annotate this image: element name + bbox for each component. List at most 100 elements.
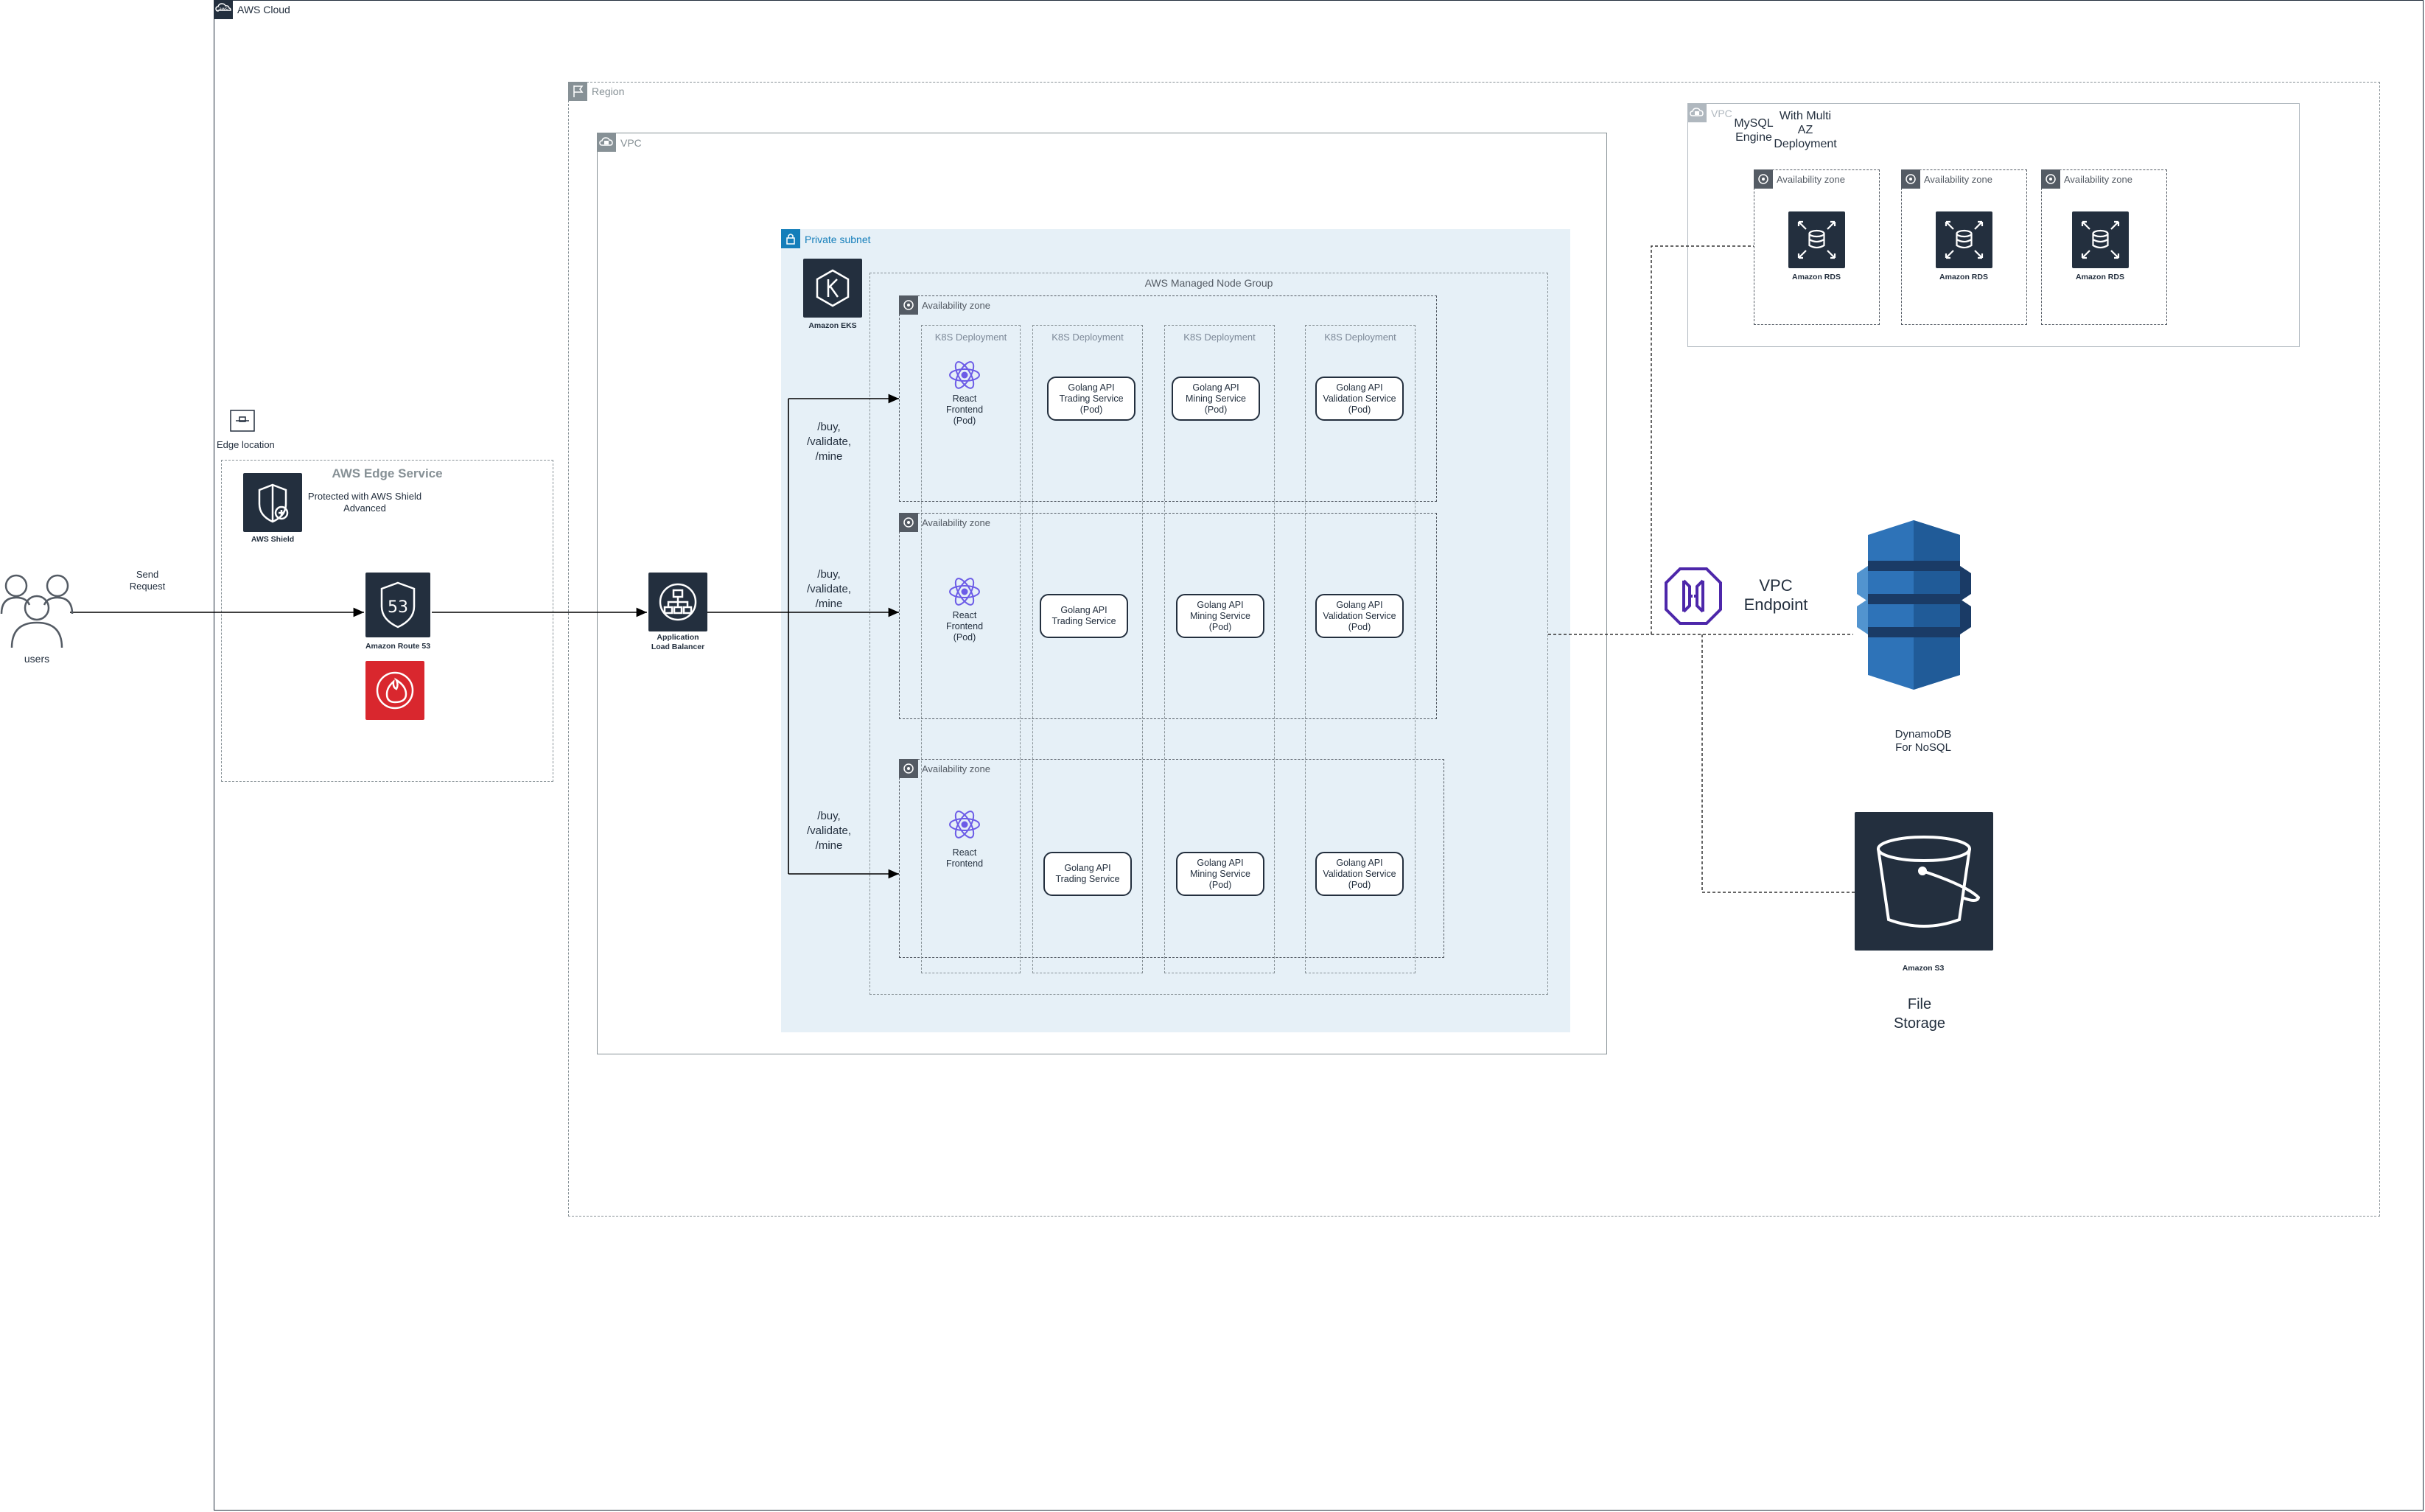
route-label-az-1: /buy, /validate, /mine xyxy=(806,421,852,463)
trading-service-3[interactable]: Golang API Trading Service xyxy=(1043,852,1132,896)
validation-service-pod-2[interactable]: Golang API Validation Service (Pod) xyxy=(1315,594,1404,638)
shield-advanced-text: Protected with AWS Shield Advanced xyxy=(307,491,422,514)
aws-shield-icon[interactable] xyxy=(243,473,302,532)
db-az-1-label: Availability zone xyxy=(1777,174,1845,185)
amazon-rds-caption-1: Amazon RDS xyxy=(1792,273,1841,281)
az-1-icon xyxy=(899,295,918,315)
k8s-deployment-title-3: K8S Deployment xyxy=(1183,332,1256,343)
db-az-2 xyxy=(1901,169,2027,325)
trading-service-2[interactable]: Golang API Trading Service xyxy=(1040,594,1128,638)
trading-service-2-label: Golang API Trading Service xyxy=(1051,605,1116,626)
edge-location-label: Edge location xyxy=(217,439,275,450)
node-group xyxy=(869,273,1548,995)
amazon-rds-caption-2: Amazon RDS xyxy=(1939,273,1988,281)
validation-service-pod-3-label: Golang API Validation Service (Pod) xyxy=(1323,857,1396,890)
amazon-eks-icon[interactable] xyxy=(803,259,862,318)
mysql-engine-label: MySQL Engine xyxy=(1734,117,1774,144)
db-az-1 xyxy=(1754,169,1880,325)
mining-service-pod-1-label: Golang API Mining Service (Pod) xyxy=(1186,382,1246,415)
k8s-deployment-col-3 xyxy=(1164,325,1275,973)
node-group-label: AWS Managed Node Group xyxy=(1144,277,1273,289)
validation-service-pod-3[interactable]: Golang API Validation Service (Pod) xyxy=(1315,852,1404,896)
application-load-balancer-icon[interactable] xyxy=(648,573,707,631)
react-icon xyxy=(948,808,981,841)
vpc-main-label: VPC xyxy=(620,137,642,149)
db-az-2-icon xyxy=(1901,169,1920,189)
private-subnet-label: Private subnet xyxy=(805,234,871,245)
svg-text:53: 53 xyxy=(388,598,408,617)
k8s-deployment-title-1: K8S Deployment xyxy=(934,332,1007,343)
db-az-2-label: Availability zone xyxy=(1924,174,1992,185)
edge-location-icon xyxy=(230,410,255,432)
trading-service-pod-1[interactable]: Golang API Trading Service (Pod) xyxy=(1047,377,1135,421)
az-2-label: Availability zone xyxy=(922,517,990,528)
edge-service-group xyxy=(221,460,553,782)
db-az-3 xyxy=(2041,169,2167,325)
trading-service-3-label: Golang API Trading Service xyxy=(1055,863,1120,884)
vpc-endpoint-icon[interactable] xyxy=(1662,564,1725,628)
react-icon xyxy=(948,358,981,392)
private-subnet-lock-icon xyxy=(781,229,800,248)
multi-az-label: With Multi AZ Deployment xyxy=(1774,110,1837,150)
az-1 xyxy=(899,295,1437,502)
react-icon xyxy=(948,575,981,609)
react-frontend-3-label: React Frontend xyxy=(945,847,984,869)
vpc-main-group xyxy=(597,133,1607,1054)
aws-shield-caption: AWS Shield xyxy=(251,535,295,544)
amazon-s3-icon[interactable] xyxy=(1855,812,1993,951)
amazon-eks-caption: Amazon EKS xyxy=(808,321,857,330)
az-3-icon xyxy=(899,759,918,778)
az-2-icon xyxy=(899,513,918,532)
db-az-3-label: Availability zone xyxy=(2064,174,2132,185)
application-load-balancer-caption: Application Load Balancer xyxy=(651,633,705,651)
vpc-db-label: VPC xyxy=(1711,108,1732,119)
k8s-deployment-col-4 xyxy=(1305,325,1416,973)
validation-service-pod-1[interactable]: Golang API Validation Service (Pod) xyxy=(1315,377,1404,421)
users-label: users xyxy=(24,653,50,665)
region-label: Region xyxy=(592,85,625,97)
amazon-rds-icon-1[interactable] xyxy=(1788,211,1845,268)
edge-service-label: AWS Edge Service xyxy=(332,466,443,480)
mining-service-pod-2[interactable]: Golang API Mining Service (Pod) xyxy=(1176,594,1264,638)
amazon-rds-icon-3[interactable] xyxy=(2072,211,2129,268)
react-frontend-pod-1-label: React Frontend (Pod) xyxy=(945,393,984,426)
az-2 xyxy=(899,513,1437,719)
mining-service-pod-2-label: Golang API Mining Service (Pod) xyxy=(1190,599,1250,632)
region-flag-icon xyxy=(568,82,587,101)
private-subnet-group xyxy=(781,229,1570,1032)
amazon-rds-caption-3: Amazon RDS xyxy=(2076,273,2124,281)
react-frontend-pod-2-label: React Frontend (Pod) xyxy=(945,610,984,643)
file-storage-label: File Storage xyxy=(1893,996,1946,1032)
az-1-label: Availability zone xyxy=(922,300,990,311)
validation-service-pod-1-label: Golang API Validation Service (Pod) xyxy=(1323,382,1396,415)
aws-cloud-group xyxy=(214,0,2424,1511)
az-3 xyxy=(899,759,1444,958)
db-az-1-icon xyxy=(1754,169,1773,189)
k8s-deployment-col-2 xyxy=(1032,325,1143,973)
aws-cloud-label: AWS Cloud xyxy=(237,4,290,15)
vpc-db-group xyxy=(1687,103,2300,347)
mining-service-pod-3[interactable]: Golang API Mining Service (Pod) xyxy=(1176,852,1264,896)
k8s-deployment-title-4: K8S Deployment xyxy=(1324,332,1396,343)
k8s-deployment-title-2: K8S Deployment xyxy=(1051,332,1124,343)
route-53-icon[interactable]: 53 xyxy=(365,573,430,637)
trading-service-pod-1-label: Golang API Trading Service (Pod) xyxy=(1059,382,1124,415)
aws-cloud-icon: aws xyxy=(214,0,233,19)
mining-service-pod-1[interactable]: Golang API Mining Service (Pod) xyxy=(1172,377,1260,421)
k8s-deployment-col-1 xyxy=(921,325,1021,973)
region-group xyxy=(568,82,2380,1217)
users-icon xyxy=(0,571,74,652)
route-label-az-3: /buy, /validate, /mine xyxy=(806,810,852,852)
svg-text:aws: aws xyxy=(219,7,228,12)
vpc-db-icon xyxy=(1687,103,1707,122)
send-request-label: Send Request xyxy=(129,569,166,592)
amazon-rds-icon-2[interactable] xyxy=(1936,211,1992,268)
waf-firewall-icon[interactable] xyxy=(365,661,424,720)
dynamodb-icon[interactable] xyxy=(1853,520,1975,690)
amazon-s3-caption: Amazon S3 xyxy=(1902,964,1945,973)
validation-service-pod-2-label: Golang API Validation Service (Pod) xyxy=(1323,599,1396,632)
db-az-3-icon xyxy=(2041,169,2060,189)
vpc-endpoint-label: VPC Endpoint xyxy=(1743,576,1808,614)
vpc-main-icon xyxy=(597,133,616,152)
route-53-caption: Amazon Route 53 xyxy=(365,642,431,651)
